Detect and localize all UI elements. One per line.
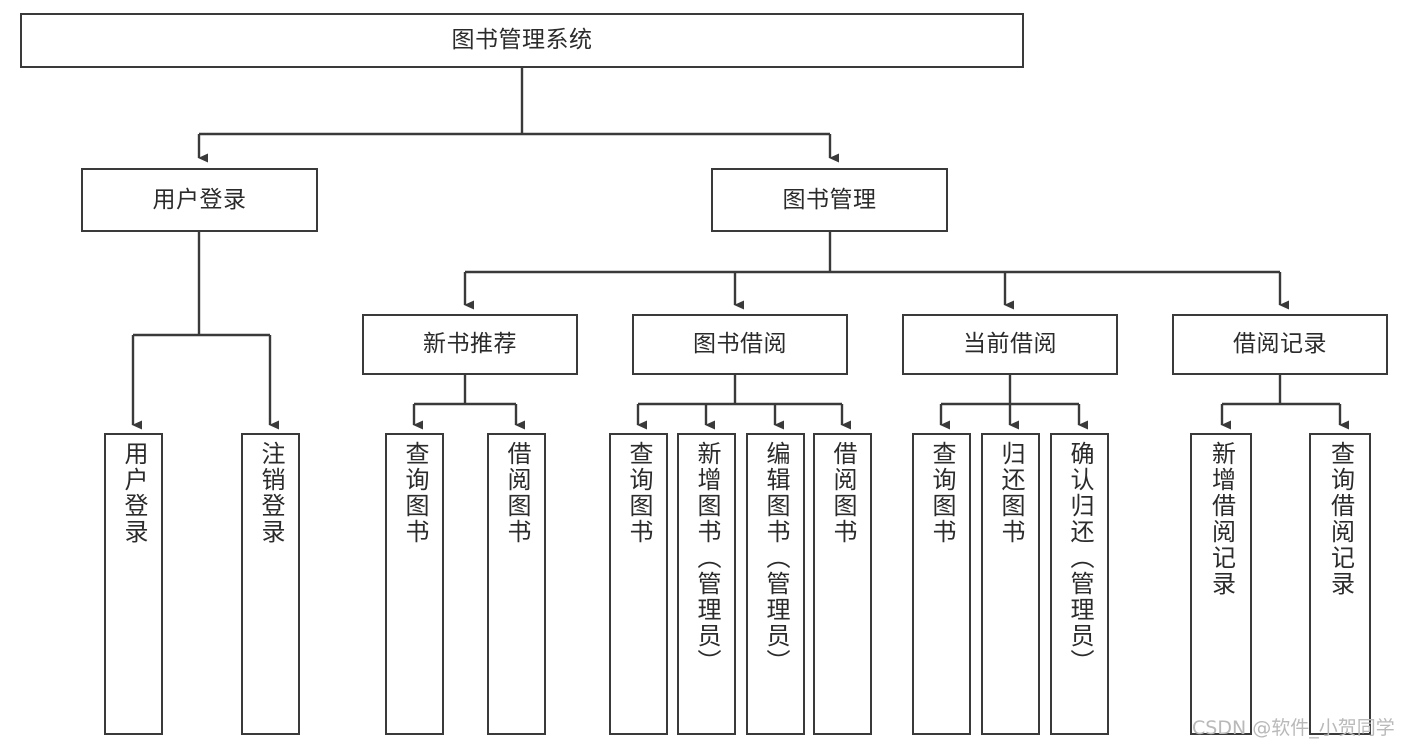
node-current-borrow-label: 当前借阅 [963, 331, 1057, 358]
node-leaf-query-book-3-label: 查询图书 [927, 441, 956, 545]
node-leaf-query-book-3[interactable]: 查询图书 [912, 433, 971, 735]
node-book-manage-label: 图书管理 [782, 186, 877, 213]
node-leaf-edit-book[interactable]: 编辑图书（管理员） [746, 433, 805, 735]
node-book-borrow-label: 图书借阅 [693, 331, 787, 358]
node-user-login[interactable]: 用户登录 [81, 168, 318, 232]
node-leaf-add-book-label: 新增图书（管理员） [692, 441, 721, 675]
node-leaf-query-book-1-label: 查询图书 [400, 441, 429, 545]
node-leaf-borrow-book-1-label: 借阅图书 [502, 441, 531, 545]
node-book-borrow[interactable]: 图书借阅 [632, 314, 848, 375]
node-leaf-confirm-return[interactable]: 确认归还（管理员） [1050, 433, 1109, 735]
node-current-borrow[interactable]: 当前借阅 [902, 314, 1118, 375]
node-leaf-user-login-label: 用户登录 [119, 441, 148, 545]
node-leaf-query-record[interactable]: 查询借阅记录 [1309, 433, 1371, 735]
node-borrow-record[interactable]: 借阅记录 [1172, 314, 1388, 375]
node-root[interactable]: 图书管理系统 [20, 13, 1024, 68]
node-leaf-borrow-book-2-label: 借阅图书 [828, 441, 857, 545]
node-leaf-borrow-book-1[interactable]: 借阅图书 [487, 433, 546, 735]
node-leaf-query-book-1[interactable]: 查询图书 [385, 433, 444, 735]
node-leaf-query-book-2[interactable]: 查询图书 [609, 433, 668, 735]
node-leaf-borrow-book-2[interactable]: 借阅图书 [813, 433, 872, 735]
node-leaf-edit-book-label: 编辑图书（管理员） [761, 441, 790, 675]
node-leaf-user-logout-label: 注销登录 [256, 441, 285, 545]
node-root-label: 图书管理系统 [451, 27, 593, 54]
node-leaf-add-book[interactable]: 新增图书（管理员） [677, 433, 736, 735]
node-book-manage[interactable]: 图书管理 [711, 168, 948, 232]
node-leaf-return-book-label: 归还图书 [996, 441, 1025, 545]
node-leaf-add-record[interactable]: 新增借阅记录 [1190, 433, 1252, 735]
node-leaf-add-record-label: 新增借阅记录 [1207, 441, 1236, 597]
node-leaf-query-book-2-label: 查询图书 [624, 441, 653, 545]
node-new-book-recommend-label: 新书推荐 [423, 331, 517, 358]
node-leaf-user-logout[interactable]: 注销登录 [241, 433, 300, 735]
node-leaf-user-login[interactable]: 用户登录 [104, 433, 163, 735]
node-user-login-label: 用户登录 [152, 186, 247, 213]
node-new-book-recommend[interactable]: 新书推荐 [362, 314, 578, 375]
node-leaf-return-book[interactable]: 归还图书 [981, 433, 1040, 735]
node-leaf-confirm-return-label: 确认归还（管理员） [1065, 441, 1094, 675]
node-borrow-record-label: 借阅记录 [1233, 331, 1327, 358]
node-leaf-query-record-label: 查询借阅记录 [1326, 441, 1355, 597]
